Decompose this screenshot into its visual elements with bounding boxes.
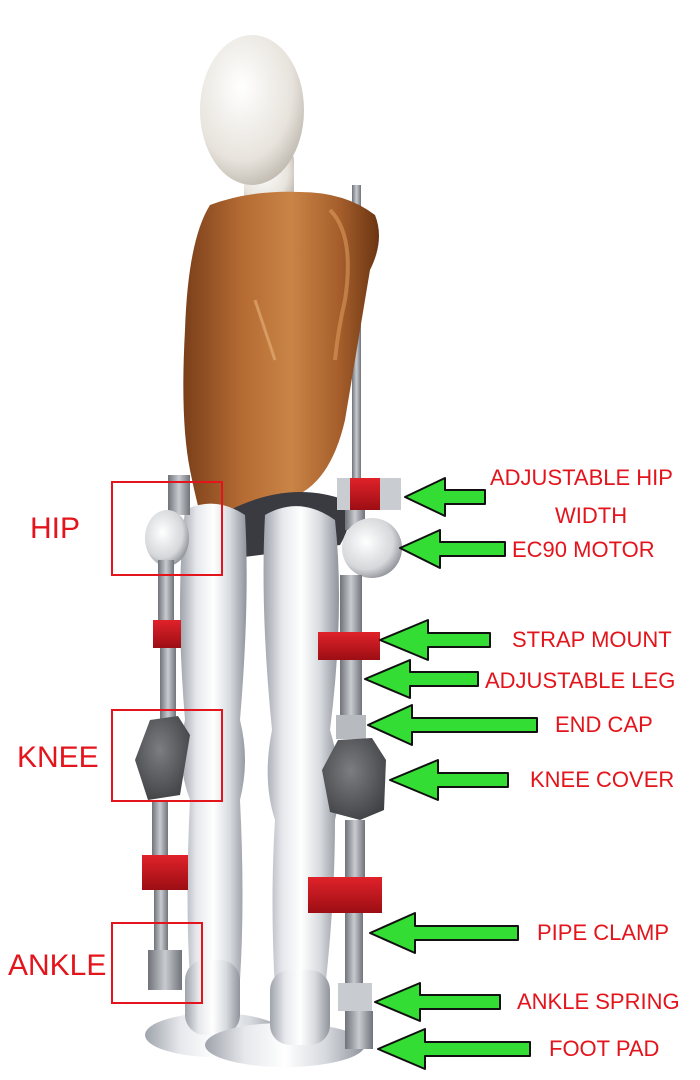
knee-region-box [111, 709, 223, 802]
adjustable-hip-width-label-line1: ADJUSTABLE HIP [490, 465, 673, 490]
wooden-torso [183, 191, 379, 560]
knee-cover-label: KNEE COVER [530, 767, 675, 792]
ankle-region-box [111, 922, 203, 1004]
arrow-end-cap [367, 704, 538, 746]
arrow-adjustable-hip-width [404, 477, 486, 517]
arrow-foot-pad [377, 1028, 531, 1070]
ankle-label: ANKLE [8, 949, 107, 982]
adjustable-leg-label: ADJUSTABLE LEG [485, 668, 676, 693]
foot-pad-label: FOOT PAD [549, 1036, 660, 1061]
end-cap-label: END CAP [555, 712, 653, 737]
mannequin-head [200, 35, 304, 210]
right-exoskeleton [308, 478, 402, 1049]
callout-arrows [364, 477, 538, 1070]
arrow-pipe-clamp [369, 912, 519, 954]
arrow-strap-mount [379, 619, 491, 661]
knee-label: KNEE [17, 741, 99, 774]
ec90-motor-label: EC90 MOTOR [512, 537, 655, 562]
adjustable-hip-width-label-line2: WIDTH [555, 503, 628, 528]
strap-mount-label: STRAP MOUNT [512, 627, 672, 652]
arrow-knee-cover [389, 759, 509, 801]
ankle-spring-label: ANKLE SPRING [517, 989, 680, 1014]
mannequin-right-leg [205, 506, 365, 1067]
hip-label: HIP [30, 512, 81, 545]
mannequin-left-leg [145, 503, 285, 1057]
hip-region-box [111, 481, 223, 576]
arrow-ec90-motor [399, 529, 506, 569]
arrow-adjustable-leg [364, 659, 479, 699]
pipe-clamp-label: PIPE CLAMP [537, 920, 670, 945]
arrow-ankle-spring [374, 982, 501, 1022]
